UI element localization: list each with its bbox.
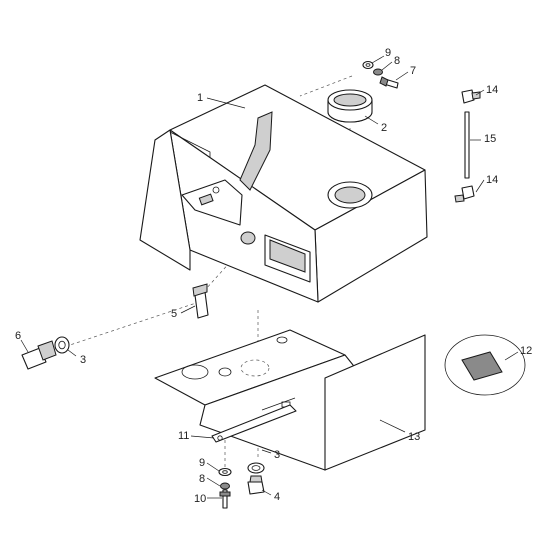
callout-2: 2 [381, 122, 387, 134]
callout-14-top: 14 [486, 84, 498, 96]
callout-7: 7 [410, 65, 416, 77]
fuel-cap [327, 89, 373, 123]
base-bracket [154, 329, 426, 471]
callout-10: 10 [194, 493, 206, 505]
strap [211, 404, 297, 443]
callout-1: 1 [197, 92, 203, 104]
callout-6: 6 [15, 330, 21, 342]
vent-hose [454, 89, 481, 203]
callout-3-left: 3 [80, 354, 86, 366]
callout-labels: 1 2 3 3 4 5 6 7 8 8 9 9 10 11 12 13 14 1… [15, 47, 532, 505]
bottom-hardware [218, 462, 265, 509]
callout-15: 15 [484, 133, 496, 145]
top-hardware [362, 60, 399, 89]
leader-lines [20, 55, 519, 499]
callout-4: 4 [274, 491, 280, 503]
callout-9-bottom: 9 [199, 457, 205, 469]
callout-9-top: 9 [385, 47, 391, 59]
side-fitting [21, 336, 70, 370]
callout-12: 12 [520, 345, 532, 357]
decal [444, 334, 526, 396]
callout-3-bottom: 3 [274, 449, 280, 461]
drain-fitting [192, 283, 209, 319]
callout-14-bottom: 14 [486, 174, 498, 186]
callout-5: 5 [171, 308, 177, 320]
callout-11: 11 [178, 430, 189, 442]
fuel-tank [139, 84, 428, 303]
callout-8-top: 8 [394, 55, 400, 67]
callout-13: 13 [408, 431, 420, 443]
callout-8-bottom: 8 [199, 473, 205, 485]
